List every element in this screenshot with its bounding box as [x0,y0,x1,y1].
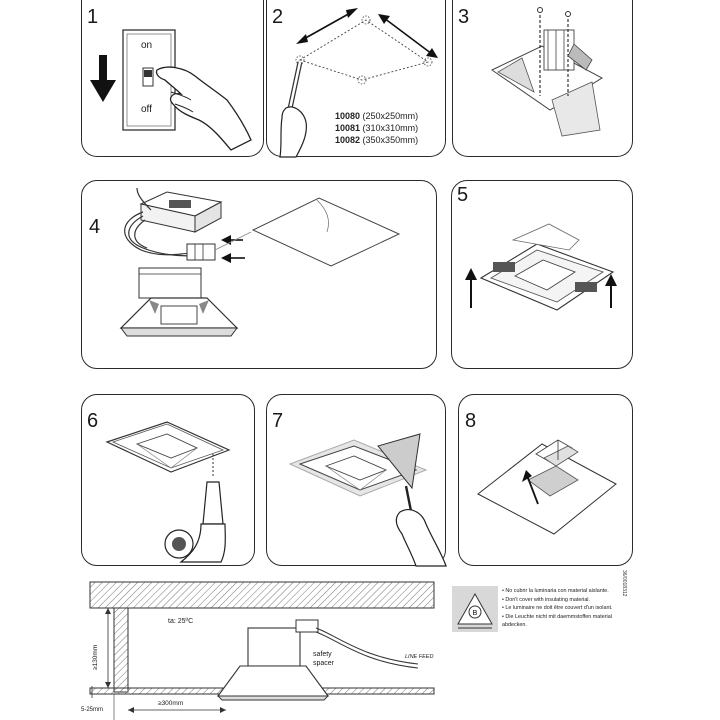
ceiling-cutout-outline [295,15,433,85]
warning-item: abdecken. [502,622,527,629]
line-feed-label: LINE FEED [405,654,434,660]
drill-icon [164,454,226,563]
step-1-number: 1 [87,6,99,28]
luminaire-body-icon [119,267,239,337]
luminaire-section [216,619,330,701]
ceiling-slab [89,581,435,609]
installation-section-diagram [89,581,435,720]
step-5-number: 5 [457,184,469,206]
hand-with-blade-icon [377,433,447,567]
model-item: 10080 (250x250mm) [335,111,419,121]
model-item: 10082 (350x350mm) [335,135,419,145]
suspended-ceiling [89,687,227,695]
height-dimension: ≥130mm [92,644,99,670]
width-dimension: ≥300mm [158,700,184,707]
step-4-number: 4 [89,216,101,238]
step-6-number: 6 [87,410,99,432]
safety-spacer-label: safety spacer [313,651,335,667]
step-7-number: 7 [272,410,284,432]
insert-arrow-icon [522,470,539,505]
step-3-number: 3 [458,6,470,28]
cover-sheet-icon [214,197,401,267]
recessed-light-icon [105,421,231,473]
warning-item: • Le luminaire ne doit être couvert d'un… [502,605,613,612]
svg-text:B: B [473,610,478,617]
double-arrow-icon [296,8,438,58]
ceiling-tile-icon [477,439,617,535]
warning-item: • Die Leuchte nicht mit daemmstoffen mat… [502,613,612,620]
step-2-number: 2 [272,6,284,28]
step-8-number: 8 [465,410,477,432]
saw-hand-icon [279,61,307,158]
ceiling-opening-icon [479,223,615,311]
up-arrow-icon [465,268,617,308]
warning-item: • Don't cover with insulating material. [502,596,591,603]
connector-icon [186,243,216,261]
switch-on-label: on [141,40,153,51]
step-7-illustration [288,433,447,567]
ceiling-bracket-icon [491,7,604,137]
driver-box-icon [139,191,223,233]
step-5-illustration [465,223,617,311]
step-6-illustration [105,421,231,563]
step-4-illustration [119,187,401,337]
cables-icon [124,187,202,257]
ambient-temperature: ta: 25ºC [168,618,194,625]
thickness-dimension: 5-25mm [81,707,104,713]
line-feed-cable [315,627,419,665]
wall [113,607,129,693]
step-3-illustration [491,7,604,137]
model-list: 10080 (250x250mm) 10081 (310x310mm) 1008… [335,110,418,146]
no-insulation-warning-icon: B [452,586,498,632]
wall-switch-icon [122,29,176,131]
step-2-illustration [279,8,438,158]
warning-item: • No cubrir la luminaria con material ai… [502,588,609,594]
hand-icon [155,66,252,151]
push-arrow-icon [221,235,245,263]
step-1-illustration [90,29,252,151]
warning-list: • No cubrir la luminaria con material ai… [502,587,652,630]
down-arrow-icon [90,55,116,102]
model-item: 10081 (310x310mm) [335,123,419,133]
switch-off-label: off [141,104,152,115]
recessed-light-icon [288,439,428,497]
step-8-illustration [477,439,617,535]
dimension-lines [91,608,226,720]
